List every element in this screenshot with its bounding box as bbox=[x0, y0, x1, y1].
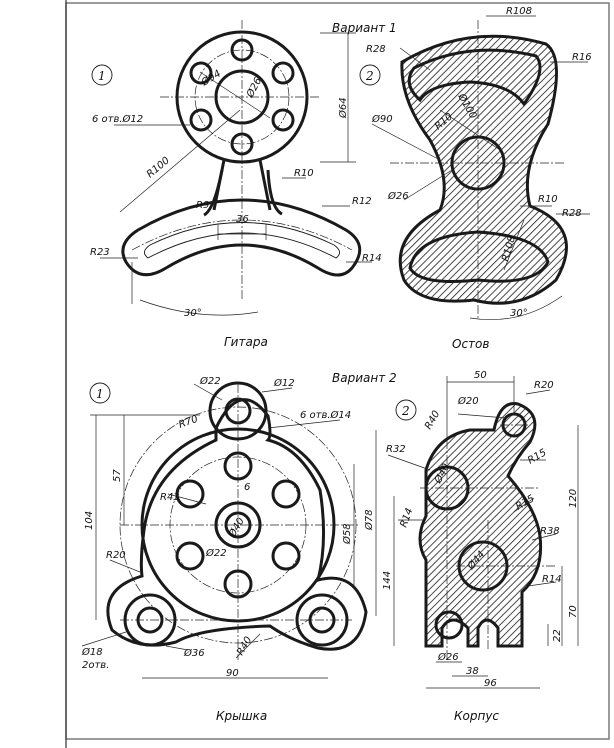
number-badge bbox=[89, 382, 111, 404]
guitar-band bbox=[121, 198, 362, 277]
dim-d78: Ø78 bbox=[363, 509, 375, 531]
dim-r10: R10 bbox=[294, 168, 314, 179]
variant-1-header: Вариант 1 bbox=[332, 21, 397, 35]
dim-d58: Ø58 bbox=[341, 523, 353, 545]
dim-d18: Ø18 bbox=[81, 646, 103, 658]
dim-r20: R20 bbox=[534, 380, 554, 391]
drawing-caption: Остов bbox=[452, 337, 489, 351]
cover-top-boss bbox=[208, 381, 268, 441]
dim-r9: R9 bbox=[196, 200, 209, 211]
dim-r14: R14 bbox=[362, 253, 382, 264]
dim-50: 50 bbox=[474, 370, 487, 381]
dim-d12: Ø12 bbox=[273, 377, 295, 389]
dim-d36: Ø36 bbox=[183, 647, 205, 659]
dim-d26: Ø26 bbox=[437, 651, 459, 663]
dim-r43: R43 bbox=[160, 492, 180, 503]
dim-r10-right: R10 bbox=[538, 194, 558, 205]
cover-drawing: 1 bbox=[81, 375, 377, 723]
guitar-drawing: 1 bbox=[90, 20, 382, 349]
drawing-caption: Корпус bbox=[454, 709, 499, 723]
dim-d90: Ø90 bbox=[371, 113, 393, 125]
dim-d64: Ø64 bbox=[337, 97, 349, 119]
dim-r38: R38 bbox=[540, 526, 560, 537]
dim-r12: R12 bbox=[352, 196, 372, 207]
frame-body bbox=[398, 34, 568, 305]
dim-30deg: 30° bbox=[184, 308, 202, 319]
dim-r14-right: R14 bbox=[542, 574, 562, 585]
number-badge bbox=[359, 64, 381, 86]
dim-104: 104 bbox=[84, 511, 95, 530]
dim-r32: R32 bbox=[386, 444, 406, 455]
dim-22: 22 bbox=[552, 629, 563, 642]
housing-body bbox=[418, 402, 543, 648]
dim-d20: Ø20 bbox=[457, 395, 479, 407]
drawing-number: 2 bbox=[365, 69, 374, 83]
drawing-number: 1 bbox=[98, 69, 106, 83]
dim-120: 120 bbox=[568, 489, 579, 508]
housing-drawing: 2 50 R20 Ø20 R40 R32 Ø40 R15 bbox=[382, 370, 579, 723]
number-badge bbox=[395, 399, 417, 421]
dim-70: 70 bbox=[568, 605, 579, 618]
dim-r28-bottom: R28 bbox=[562, 208, 582, 219]
drawing-number: 2 bbox=[401, 404, 410, 418]
dim-r20: R20 bbox=[106, 550, 126, 561]
dim-r23: R23 bbox=[90, 247, 110, 258]
dim-r15-top: R15 bbox=[526, 447, 549, 466]
cover-outline bbox=[106, 398, 368, 651]
number-badge bbox=[91, 64, 113, 86]
dim-r28-top: R28 bbox=[366, 44, 386, 55]
frame-drawing: 2 R108 R28 R16 Ø90 R10 Ø100 Ø26 R10 R28 … bbox=[359, 6, 592, 351]
dim-96: 96 bbox=[484, 678, 497, 689]
dim-r16: R16 bbox=[572, 52, 592, 63]
dim-38: 38 bbox=[466, 666, 479, 677]
dim-holes: 6 отв.Ø12 bbox=[92, 113, 143, 125]
variant-2-header: Вариант 2 bbox=[332, 371, 397, 385]
dim-d22-inner: Ø22 bbox=[205, 547, 227, 559]
dim-90: 90 bbox=[226, 668, 239, 679]
dim-2holes: 2отв. bbox=[82, 660, 109, 671]
dim-holes: 6 отв.Ø14 bbox=[300, 409, 351, 421]
dim-r100: R100 bbox=[145, 155, 172, 180]
dim-d26: Ø26 bbox=[387, 190, 409, 202]
dim-36: 36 bbox=[236, 214, 249, 225]
dim-r40: R40 bbox=[235, 635, 254, 658]
dim-r108-top: R108 bbox=[506, 6, 532, 17]
dim-57: 57 bbox=[112, 469, 123, 482]
dim-d22: Ø22 bbox=[199, 375, 221, 387]
drawing-number: 1 bbox=[96, 387, 104, 401]
dim-r70: R70 bbox=[177, 414, 199, 431]
dim-144: 144 bbox=[382, 571, 393, 590]
dim-r40: R40 bbox=[423, 409, 442, 432]
dim-6: 6 bbox=[244, 482, 250, 493]
drawing-caption: Гитара bbox=[224, 335, 268, 349]
drawing-caption: Крышка bbox=[216, 709, 267, 723]
dim-r14-left: R14 bbox=[398, 507, 415, 529]
dim-30deg: 30° bbox=[510, 308, 528, 319]
